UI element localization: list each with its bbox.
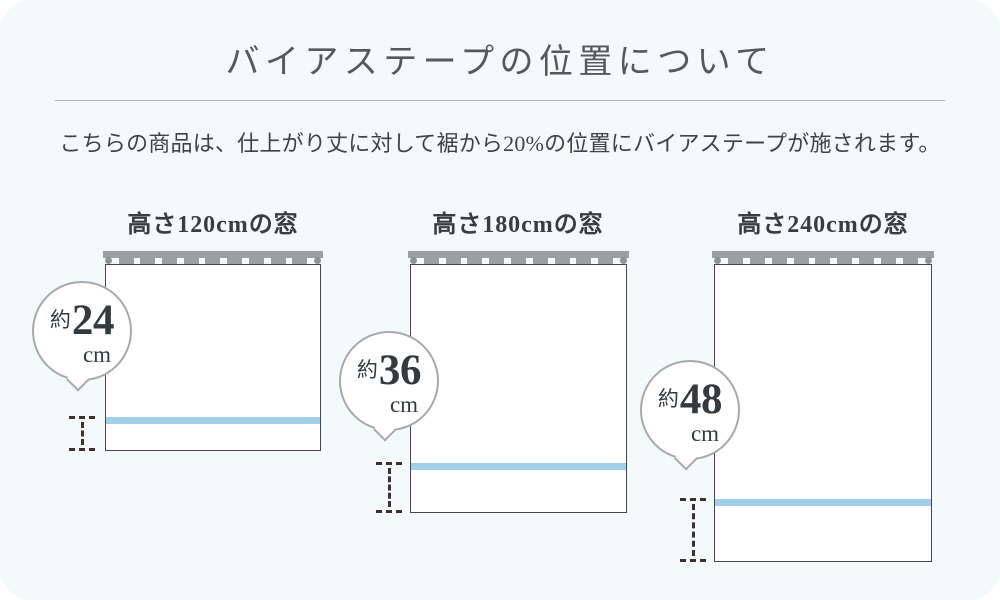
measure-cap-top: [376, 462, 402, 465]
rail-bar: [103, 251, 323, 258]
curtain-rail-hooks: [410, 257, 627, 265]
approx-label: 約: [356, 357, 378, 382]
measure-stem: [691, 504, 695, 556]
measure-unit: cm: [389, 391, 419, 417]
curtain-panel-240: [714, 264, 932, 562]
rail-hook: [183, 258, 199, 264]
rail-endcap: [410, 257, 417, 264]
bubble-row: 約 24: [49, 296, 115, 344]
measure-cap-bottom: [69, 448, 95, 451]
measure-value: 24: [71, 296, 115, 344]
rail-hook: [727, 258, 743, 264]
rail-hook: [771, 258, 787, 264]
rail-hook: [510, 258, 526, 264]
curtain-rail: [712, 251, 934, 264]
curtain-rail-hooks: [714, 257, 932, 265]
measurement-bubble-120: 約 24 cm: [32, 281, 132, 381]
measure-cap-top: [69, 416, 95, 419]
approx-label: 約: [49, 307, 71, 332]
rail-hook: [881, 258, 897, 264]
curtain-rail: [408, 251, 629, 264]
rail-hook: [140, 258, 156, 264]
title-divider: [55, 100, 945, 101]
rail-endcap: [313, 257, 321, 264]
measure-indicator-180: [376, 462, 402, 513]
rail-hook: [576, 258, 592, 264]
rail-hook: [205, 258, 221, 264]
bubble-row: 約 36: [356, 346, 422, 394]
bias-tape-240: [715, 499, 931, 506]
measure-cap-top: [680, 498, 706, 501]
rail-bar: [712, 251, 934, 258]
measurement-bubble-180: 約 36 cm: [339, 331, 439, 431]
rail-hook: [532, 258, 548, 264]
page-title: バイアステープの位置について: [225, 44, 775, 81]
rail-hook: [248, 258, 264, 264]
description-text: こちらの商品は、仕上がり丈に対して裾から20%の位置にバイアステープが施されます…: [59, 131, 941, 156]
curtain-panel-120: [105, 264, 321, 451]
curtain-panel-180: [410, 264, 627, 513]
rail-hook: [903, 258, 919, 264]
measure-cap-bottom: [680, 559, 706, 562]
rail-endcap: [714, 257, 721, 264]
rail-hook: [270, 258, 286, 264]
rail-hook: [815, 258, 831, 264]
rail-hook: [292, 258, 308, 264]
measure-value: 36: [378, 346, 422, 394]
rail-bar: [408, 251, 629, 258]
window-label-120cm: 高さ120cmの窓: [127, 212, 299, 238]
rail-endcap: [619, 257, 627, 264]
rail-endcap: [924, 257, 932, 264]
rail-hook: [162, 258, 178, 264]
rail-hook: [489, 258, 505, 264]
bias-tape-120: [106, 417, 320, 424]
rail-hook: [598, 258, 614, 264]
approx-label: 約: [657, 386, 679, 411]
curtain-rail: [103, 251, 323, 264]
window-label-180cm: 高さ180cmの窓: [432, 212, 604, 238]
measure-value: 48: [679, 375, 723, 423]
rail-endcap: [105, 257, 112, 264]
rail-hook: [423, 258, 439, 264]
measure-stem: [387, 468, 391, 507]
measure-indicator-120: [69, 416, 95, 451]
rail-hook: [118, 258, 134, 264]
measurement-bubble-240: 約 48 cm: [640, 360, 740, 460]
measure-stem: [80, 422, 84, 445]
rail-hook: [859, 258, 875, 264]
rail-hook: [837, 258, 853, 264]
rail-hook: [227, 258, 243, 264]
bias-tape-180: [411, 463, 626, 470]
rail-hook: [445, 258, 461, 264]
bubble-row: 約 48: [657, 375, 723, 423]
measure-unit: cm: [690, 420, 720, 446]
rail-hook: [467, 258, 483, 264]
measure-unit: cm: [82, 341, 112, 367]
rail-hook: [749, 258, 765, 264]
measure-cap-bottom: [376, 510, 402, 513]
curtain-rail-hooks: [105, 257, 321, 265]
rail-hook: [554, 258, 570, 264]
rail-hook: [793, 258, 809, 264]
measure-indicator-240: [680, 498, 706, 562]
window-label-240cm: 高さ240cmの窓: [737, 212, 909, 238]
